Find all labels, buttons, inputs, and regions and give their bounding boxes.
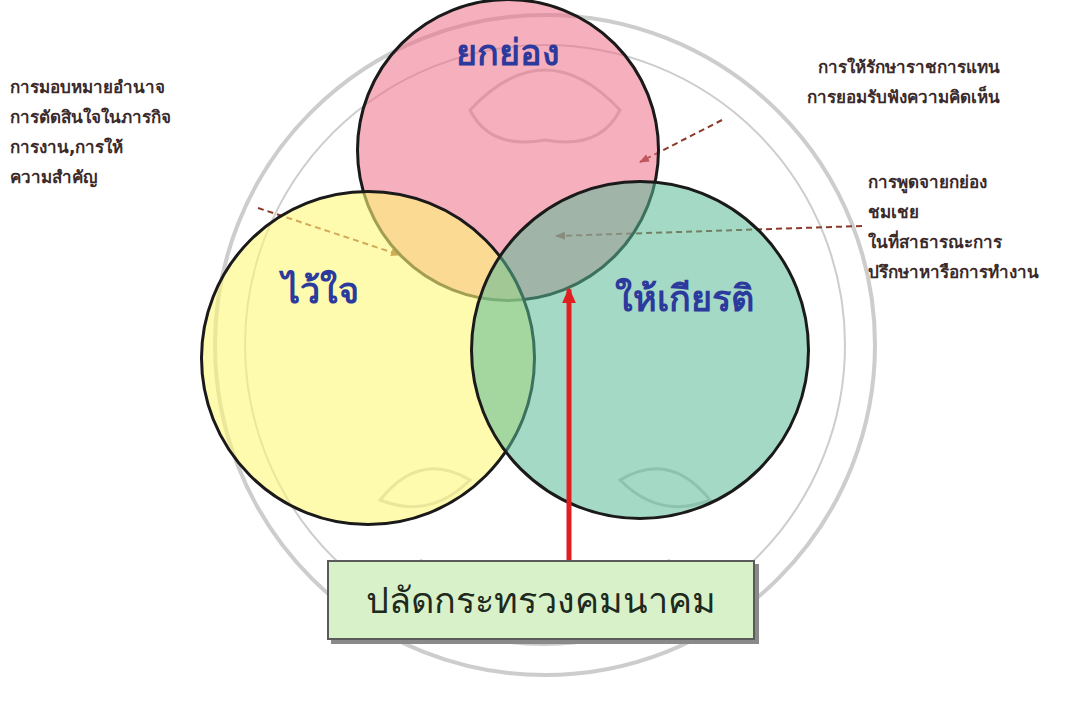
callout-note: การมอบหมายอำนาจ การตัดสินใจในภารกิจ การง…: [10, 72, 171, 192]
circle-label: ไว้ใจ: [282, 269, 359, 312]
venn-circle: ให้เกียรติ: [470, 180, 810, 520]
circle-outline: [470, 180, 810, 520]
circle-label: ให้เกียรติ: [615, 277, 754, 320]
red-arrow: [567, 289, 572, 560]
callout-note: การพูดจายกย่อง ชมเชย ในที่สาธารณะการ ปรึ…: [868, 167, 1039, 287]
circle-label: ยกย่อง: [456, 31, 560, 74]
process-box: ปลัดกระทรวงคมนาคม: [327, 560, 755, 640]
callout-note: การให้รักษาราชการแทน การยอมรับฟังความคิด…: [807, 52, 1000, 112]
box-label: ปลัดกระทรวงคมนาคม: [366, 572, 716, 629]
